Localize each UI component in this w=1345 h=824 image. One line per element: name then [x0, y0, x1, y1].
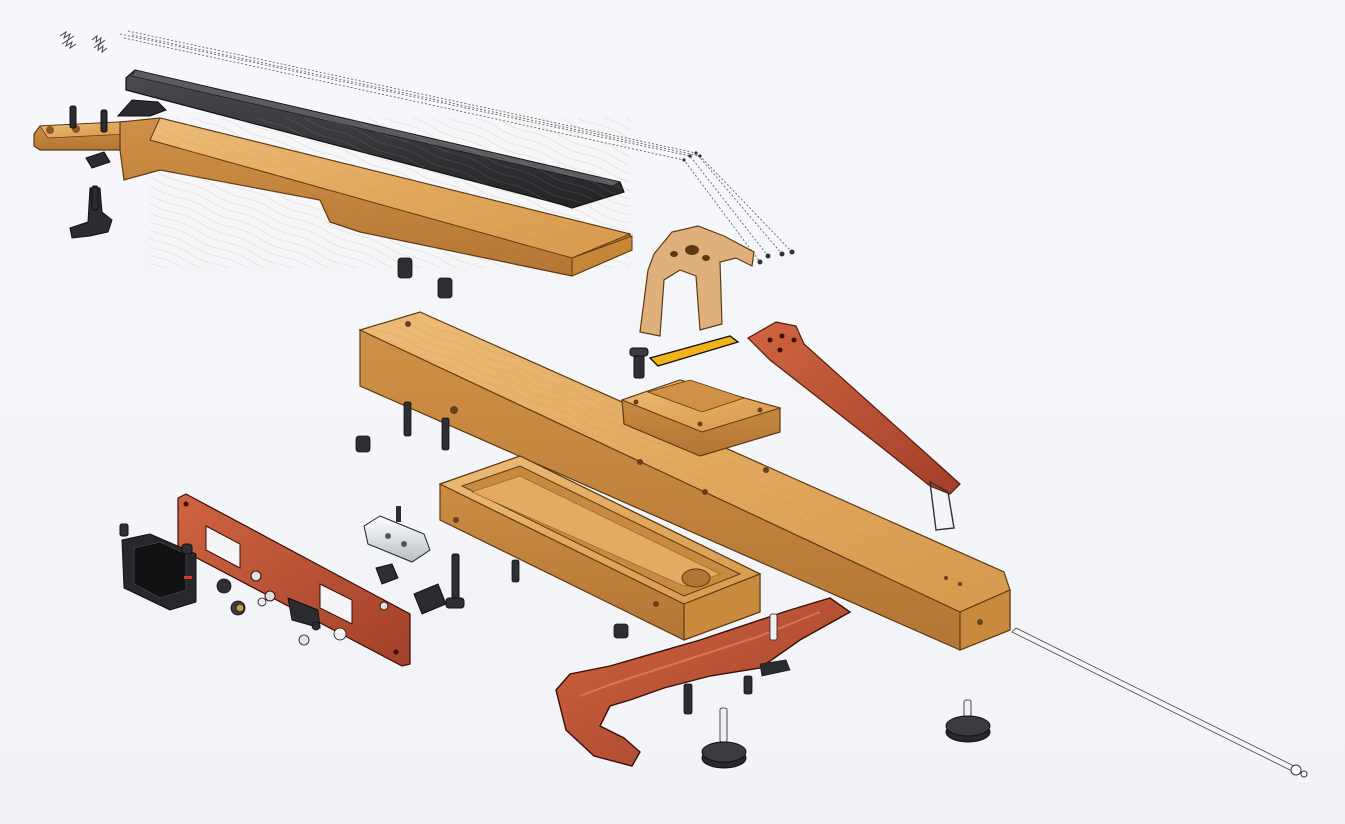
tuning-pegs [69, 105, 113, 239]
threaded-inserts [355, 257, 629, 639]
bridge-screw [629, 347, 649, 379]
preamp-module [363, 506, 431, 585]
body-top-beam [358, 311, 1011, 651]
nut [116, 99, 167, 117]
chin-rest-pins [719, 613, 972, 743]
peg-hole [46, 126, 54, 134]
string-ball-ends [682, 151, 795, 265]
piezo-pickup-strip [648, 335, 740, 367]
string-springs [59, 30, 108, 54]
control-plate [177, 493, 411, 667]
output-jack [413, 553, 465, 615]
electronics-cavity-block [438, 455, 762, 641]
shoulder-rest-knobs [701, 715, 991, 769]
mounting-bolts [403, 401, 753, 715]
neck [33, 117, 633, 277]
bridge [639, 225, 755, 337]
bridge-block [620, 379, 782, 457]
endpin-rod [1011, 627, 1308, 778]
tailpiece [747, 321, 961, 531]
battery-box [119, 523, 197, 611]
control-knobs [216, 578, 347, 646]
